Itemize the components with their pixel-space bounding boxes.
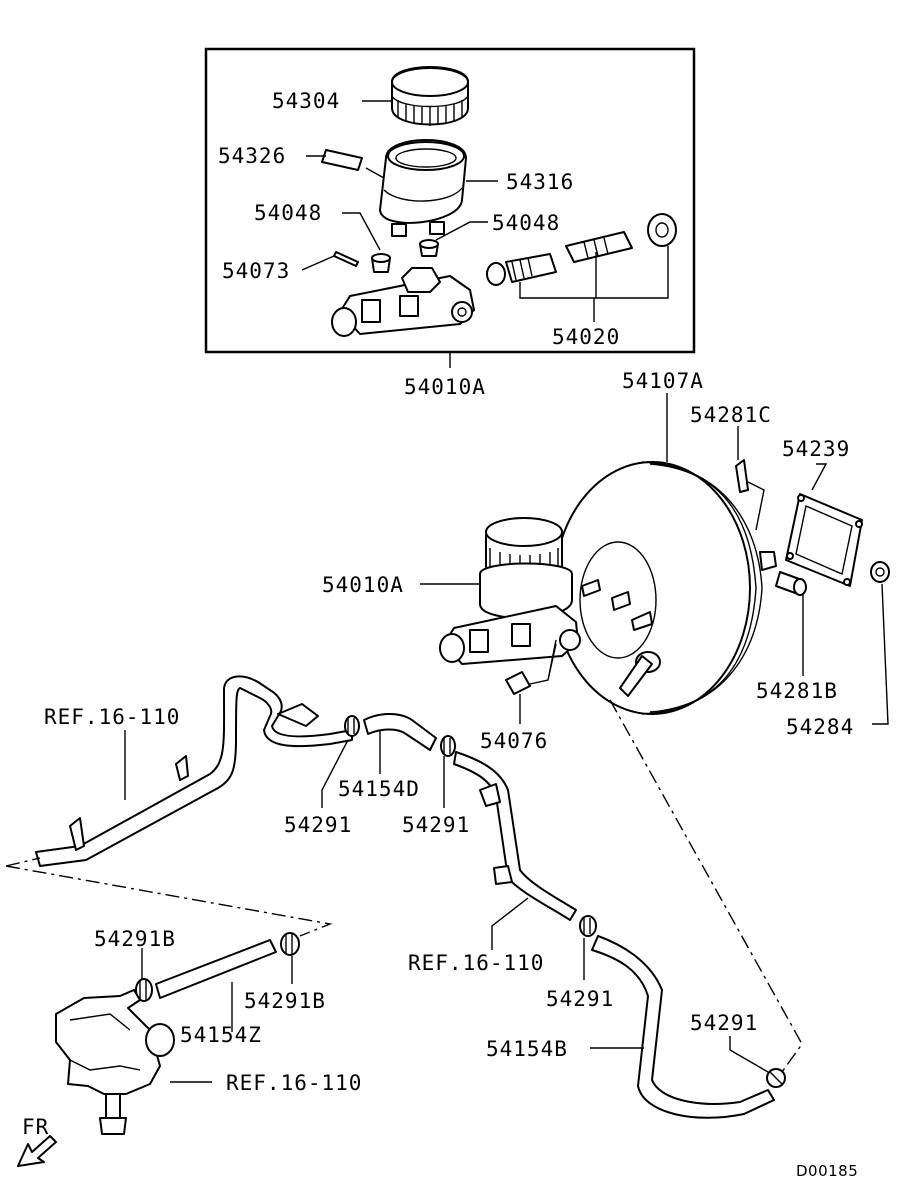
connection-line-pump [5,857,333,937]
hose-54154z [155,939,277,999]
clamp-54291-b [440,735,456,757]
hose-54154b [591,935,775,1119]
label-54291b-left: 54291B [94,927,176,951]
vacuum-pipe-middle [453,751,577,921]
label-fr: FR [22,1115,49,1139]
label-54316: 54316 [506,170,574,194]
label-54073: 54073 [222,259,290,283]
seal [505,671,531,695]
clamp-54291b-right [280,932,300,956]
front-arrow-icon [17,1135,57,1167]
label-54291b-right: 54291B [244,989,326,1013]
gasket [785,493,863,587]
connection-line-booster [609,699,803,1073]
label-54239: 54239 [782,437,850,461]
master-cylinder-installed [439,517,581,665]
label-54107a: 54107A [622,369,704,393]
label-54020: 54020 [552,325,620,349]
label-54284: 54284 [786,715,854,739]
label-54010a-mid: 54010A [322,573,404,597]
label-ref-16-110-middle: REF.16-110 [408,951,544,975]
master-cylinder-body [331,267,475,337]
label-54291-b: 54291 [402,813,470,837]
label-54281b: 54281B [756,679,838,703]
nut [870,561,890,583]
label-54326: 54326 [218,144,286,168]
reservoir-body [379,139,467,237]
label-ref-16-110-pump: REF.16-110 [226,1071,362,1095]
label-ref-16-110-left: REF.16-110 [44,705,180,729]
reservoir-cap [391,66,469,126]
label-54291-c: 54291 [546,987,614,1011]
label-54154z: 54154Z [180,1023,262,1047]
brake-booster [553,461,777,715]
clevis-clip [735,459,749,493]
inset-leader-lines [301,100,669,368]
label-54291-d: 54291 [690,1011,758,1035]
clamp-54291-c [579,915,597,937]
pin [333,251,359,267]
diagram-code: D00185 [796,1162,858,1180]
label-54154d: 54154D [338,777,420,801]
label-54048-left: 54048 [254,201,322,225]
clamp-54291-a [344,715,360,737]
piston-assembly [486,213,677,286]
vacuum-pump [55,989,175,1135]
label-54304: 54304 [272,89,340,113]
hose-54154d [363,713,437,751]
label-54048-right: 54048 [492,211,560,235]
label-54281c: 54281C [690,403,772,427]
label-54154b: 54154B [486,1037,568,1061]
label-54291-a: 54291 [284,813,352,837]
label-54010a-top: 54010A [404,375,486,399]
clamp-54291b-left [135,978,153,1002]
level-sensor [321,149,363,171]
label-54076: 54076 [480,729,548,753]
clamp-54291-d [766,1068,786,1088]
